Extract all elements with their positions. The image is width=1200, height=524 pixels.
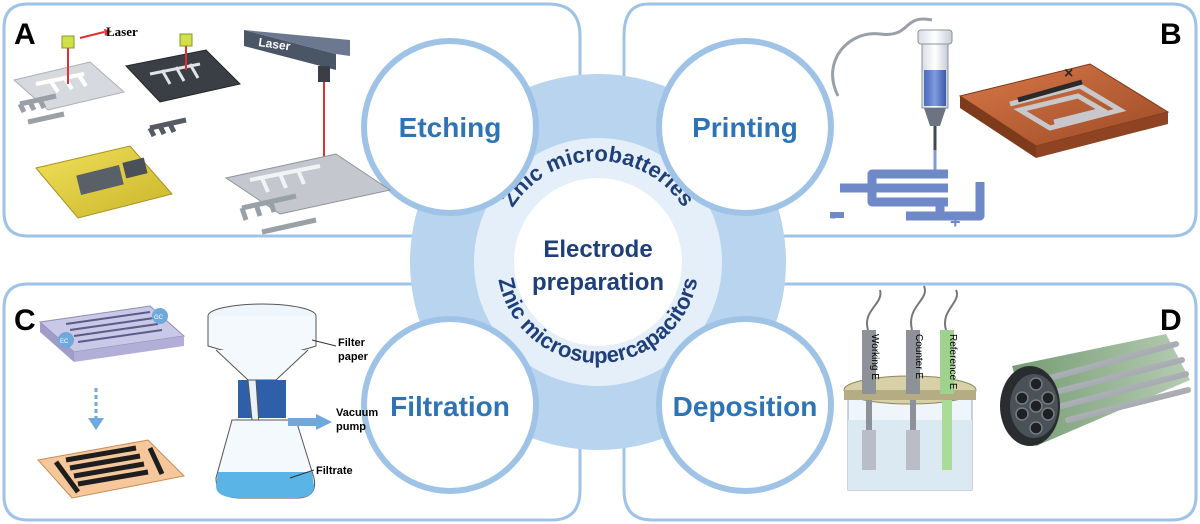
syringe-icon xyxy=(917,29,953,45)
gc-label: GC xyxy=(154,315,164,321)
filtrate-label: Filtrate xyxy=(316,465,353,477)
hub-core xyxy=(514,178,682,346)
laser-head-label: Laser xyxy=(258,35,292,53)
stopper xyxy=(238,380,286,418)
vacuum-label-1: Vacuum xyxy=(336,407,378,419)
filtration-label: Filtration xyxy=(390,391,510,422)
method-deposition: Deposition xyxy=(656,316,834,494)
vacuum-label-2: pump xyxy=(336,421,366,433)
hub-center-line2: preparation xyxy=(532,269,664,296)
panel-c-letter: C xyxy=(14,304,36,337)
printing-cross: × xyxy=(1064,65,1073,82)
reference-electrode xyxy=(940,330,954,394)
reference-label: Reference E xyxy=(947,334,958,390)
panel-b-frame xyxy=(622,2,1198,238)
panel-b-illustration: - + × xyxy=(830,17,1170,232)
hub-center-line1: Electrode xyxy=(543,236,652,263)
filter-paper-label-2: paper xyxy=(338,351,369,363)
panel-d-illustration: Working E Counter E Reference E xyxy=(843,285,1191,491)
method-etching: Etching xyxy=(361,38,539,216)
laser-head-icon xyxy=(179,33,193,47)
printing-plus: + xyxy=(950,212,961,232)
working-electrode xyxy=(862,330,876,394)
deposition-label: Deposition xyxy=(673,391,818,422)
method-printing: Printing xyxy=(656,38,834,216)
filter-paper-label-1: Filter xyxy=(338,337,366,349)
tubing xyxy=(831,17,933,97)
gc-drop-icon xyxy=(152,308,168,324)
ec-drop-icon xyxy=(58,332,74,348)
panel-b-letter: B xyxy=(1160,18,1182,51)
counter-electrode xyxy=(906,330,920,394)
laser-label: Laser xyxy=(106,24,138,39)
arrow-icon xyxy=(79,31,105,39)
printing-label: Printing xyxy=(692,112,798,143)
etching-label: Etching xyxy=(399,112,502,143)
method-filtration: Filtration xyxy=(361,316,539,494)
working-label: Working E xyxy=(869,334,880,380)
panel-c-illustration: EC GC Filter paper Vacuum pump Filtrate xyxy=(37,303,378,499)
printing-minus: - xyxy=(830,206,836,226)
counter-label: Counter E xyxy=(913,334,924,379)
panel-a-letter: A xyxy=(14,18,36,51)
ec-label: EC xyxy=(60,339,69,345)
laser-head-icon xyxy=(61,35,75,49)
panel-d-letter: D xyxy=(1160,304,1182,337)
panel-a-illustration: Laser Laser xyxy=(12,24,392,235)
